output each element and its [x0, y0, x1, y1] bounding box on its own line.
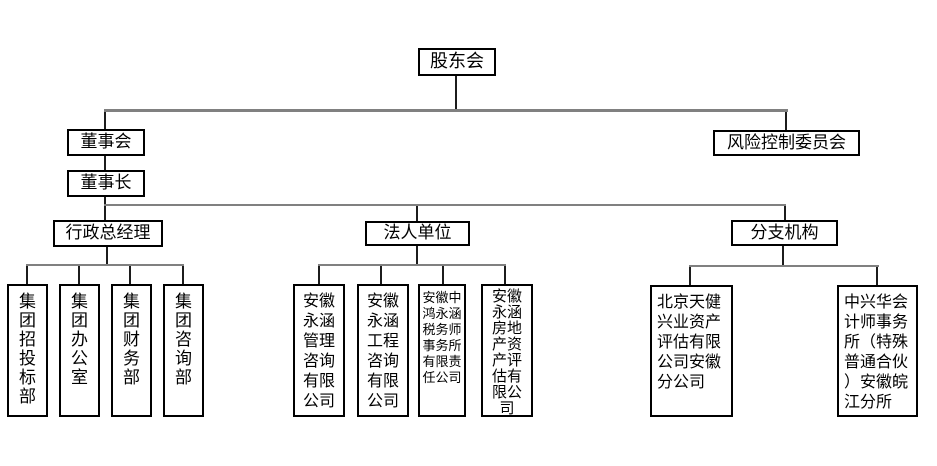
connector-companies-rail	[318, 264, 506, 266]
org-node-dept-finance: 集团财务部	[111, 284, 152, 417]
connector-co-management-drop	[318, 266, 320, 284]
connector-shareholders-stem	[455, 76, 457, 110]
connector-branches-stem	[782, 246, 784, 265]
connector-co-tax-drop	[442, 266, 444, 284]
connector-branches-drop	[784, 206, 786, 220]
org-node-board: 董事会	[67, 129, 145, 156]
org-node-co-engineering: 安徽永涵工程咨询有限公司	[357, 284, 409, 417]
connector-branch-rail	[689, 265, 879, 267]
org-node-admin-gm: 行政总经理	[53, 220, 163, 247]
org-node-branch-tianjian: 北京天健兴业资产评估有限公司安徽分公司	[650, 285, 733, 417]
connector-legal-stem	[416, 246, 418, 264]
connector-legal-drop	[416, 206, 418, 221]
connector-branch-zhongxinghua-drop	[876, 267, 878, 285]
org-node-dept-bidding: 集团招投标部	[7, 284, 48, 417]
connector-board-drop	[104, 112, 106, 129]
connector-co-real-estate-drop	[504, 266, 506, 284]
org-node-shareholders: 股东会	[418, 48, 496, 76]
connector-dept-finance-drop	[129, 266, 131, 284]
connector-dept-bidding-drop	[26, 266, 28, 284]
org-node-co-real-estate: 安徽永涵房地产资产评估有限公司	[481, 284, 533, 417]
connector-co-engineering-drop	[380, 266, 382, 284]
org-node-branches: 分支机构	[731, 220, 838, 246]
connector-level2-rail	[104, 109, 788, 112]
connector-dept-consulting-drop	[182, 266, 184, 284]
org-node-chairman: 董事长	[67, 170, 145, 197]
org-node-co-tax: 安徽中鸿永涵税务师事务所有限责任公司	[418, 284, 466, 417]
connector-admin-drop	[104, 206, 106, 220]
connector-level3-rail	[104, 204, 786, 206]
org-node-co-management: 安徽永涵管理咨询有限公司	[293, 284, 345, 417]
org-node-dept-consulting: 集团咨询部	[163, 284, 204, 417]
org-node-risk-committee: 风险控制委员会	[713, 130, 860, 156]
org-node-legal-units: 法人单位	[365, 221, 470, 246]
connector-depts-rail	[26, 264, 184, 266]
connector-admin-stem	[106, 247, 108, 264]
org-node-branch-zhongxinghua: 中兴华会计师事务所（特殊普通合伙）安徽皖江分所	[837, 285, 918, 417]
connector-dept-office-drop	[78, 266, 80, 284]
connector-chairman-stem	[104, 197, 106, 205]
connector-risk-drop	[785, 112, 787, 130]
connector-branch-tianjian-drop	[689, 267, 691, 285]
org-node-dept-office: 集团办公室	[59, 284, 100, 417]
connector-board-chairman	[104, 156, 106, 170]
